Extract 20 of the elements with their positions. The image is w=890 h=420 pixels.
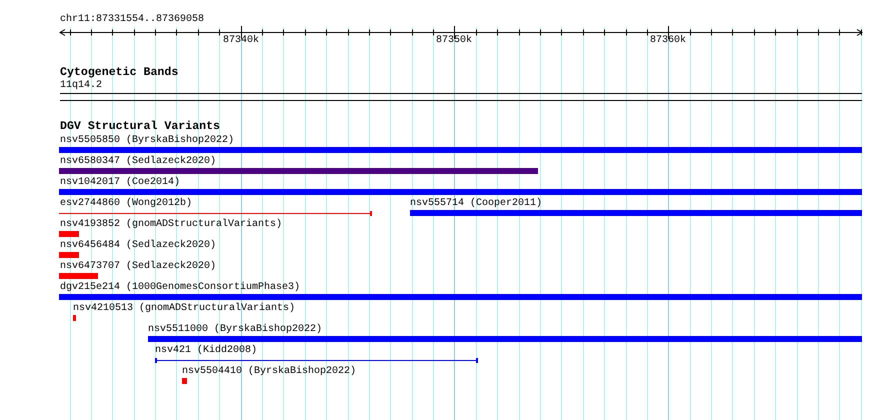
track-title: Cytogenetic Bands (60, 67, 178, 79)
feature-label: nsv421 (Kidd2008) (155, 345, 258, 357)
feature-label: esv2744860 (Wong2012b) (60, 198, 192, 210)
region-label: chr11:87331554..87369058 (60, 14, 204, 26)
feature-label: nsv5511000 (ByrskaBishop2022) (148, 324, 322, 336)
feature-label: nsv4210513 (gnomADStructuralVariants) (73, 303, 296, 315)
band-label: 11q14.2 (60, 80, 102, 92)
feature-label: nsv5504410 (ByrskaBishop2022) (182, 366, 356, 378)
feature-label: nsv6456484 (Sedlazeck2020) (60, 240, 216, 252)
feature-label: nsv4193852 (gnomADStructuralVariants) (60, 219, 282, 231)
feature-label: dgv215e214 (1000GenomesConsortiumPhase3) (60, 282, 300, 294)
tick-label: 87340k (223, 35, 260, 47)
tick-label: 87360k (650, 35, 686, 47)
feature-label: nsv6580347 (Sedlazeck2020) (60, 156, 216, 168)
feature-label: nsv5505850 (ByrskaBishop2022) (60, 135, 234, 147)
feature-label: nsv6473707 (Sedlazeck2020) (60, 261, 216, 273)
feature-label: nsv1042017 (Coe2014) (60, 177, 180, 189)
feature-label: nsv555714 (Cooper2011) (410, 198, 542, 210)
tick-label: 87350k (436, 35, 472, 47)
track-title: DGV Structural Variants (60, 121, 220, 133)
